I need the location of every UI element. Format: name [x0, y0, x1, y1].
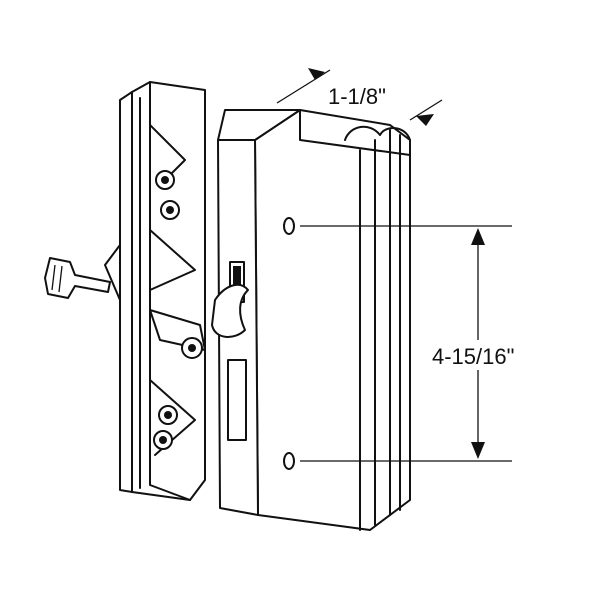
mounting-hole-top [283, 217, 295, 235]
latch-lever [211, 283, 249, 338]
width-dimension-label: 1-1/8" [328, 84, 386, 109]
mounting-hole-bottom [283, 452, 295, 470]
hole-spacing-dimension-label: 4-15/16" [432, 344, 514, 369]
key-icon [44, 257, 111, 299]
outside-handle [211, 109, 411, 531]
inside-pull-backplate [104, 81, 206, 501]
